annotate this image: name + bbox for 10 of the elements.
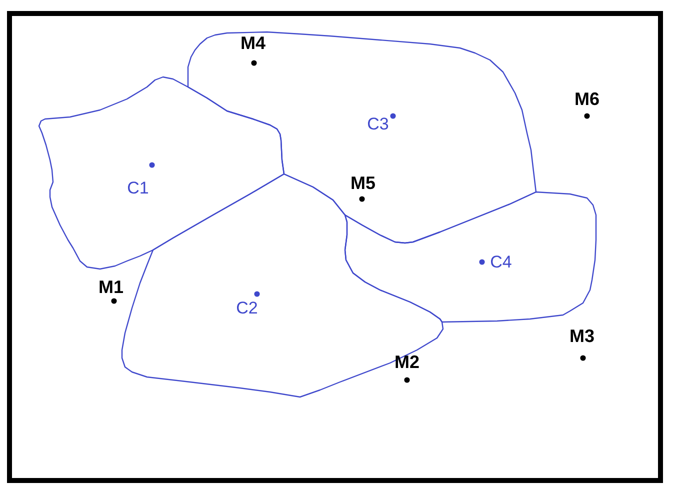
region-label: C2 [236,300,258,316]
region-label: C4 [490,254,512,270]
point-label: M2 [394,353,420,371]
point-label: M1 [98,278,124,296]
point-label: M3 [570,327,594,345]
point-label: M6 [574,90,600,108]
point-label: M4 [240,34,266,52]
point-label: M5 [350,174,376,192]
region-label: C3 [367,116,389,132]
region-label: C1 [127,180,149,196]
